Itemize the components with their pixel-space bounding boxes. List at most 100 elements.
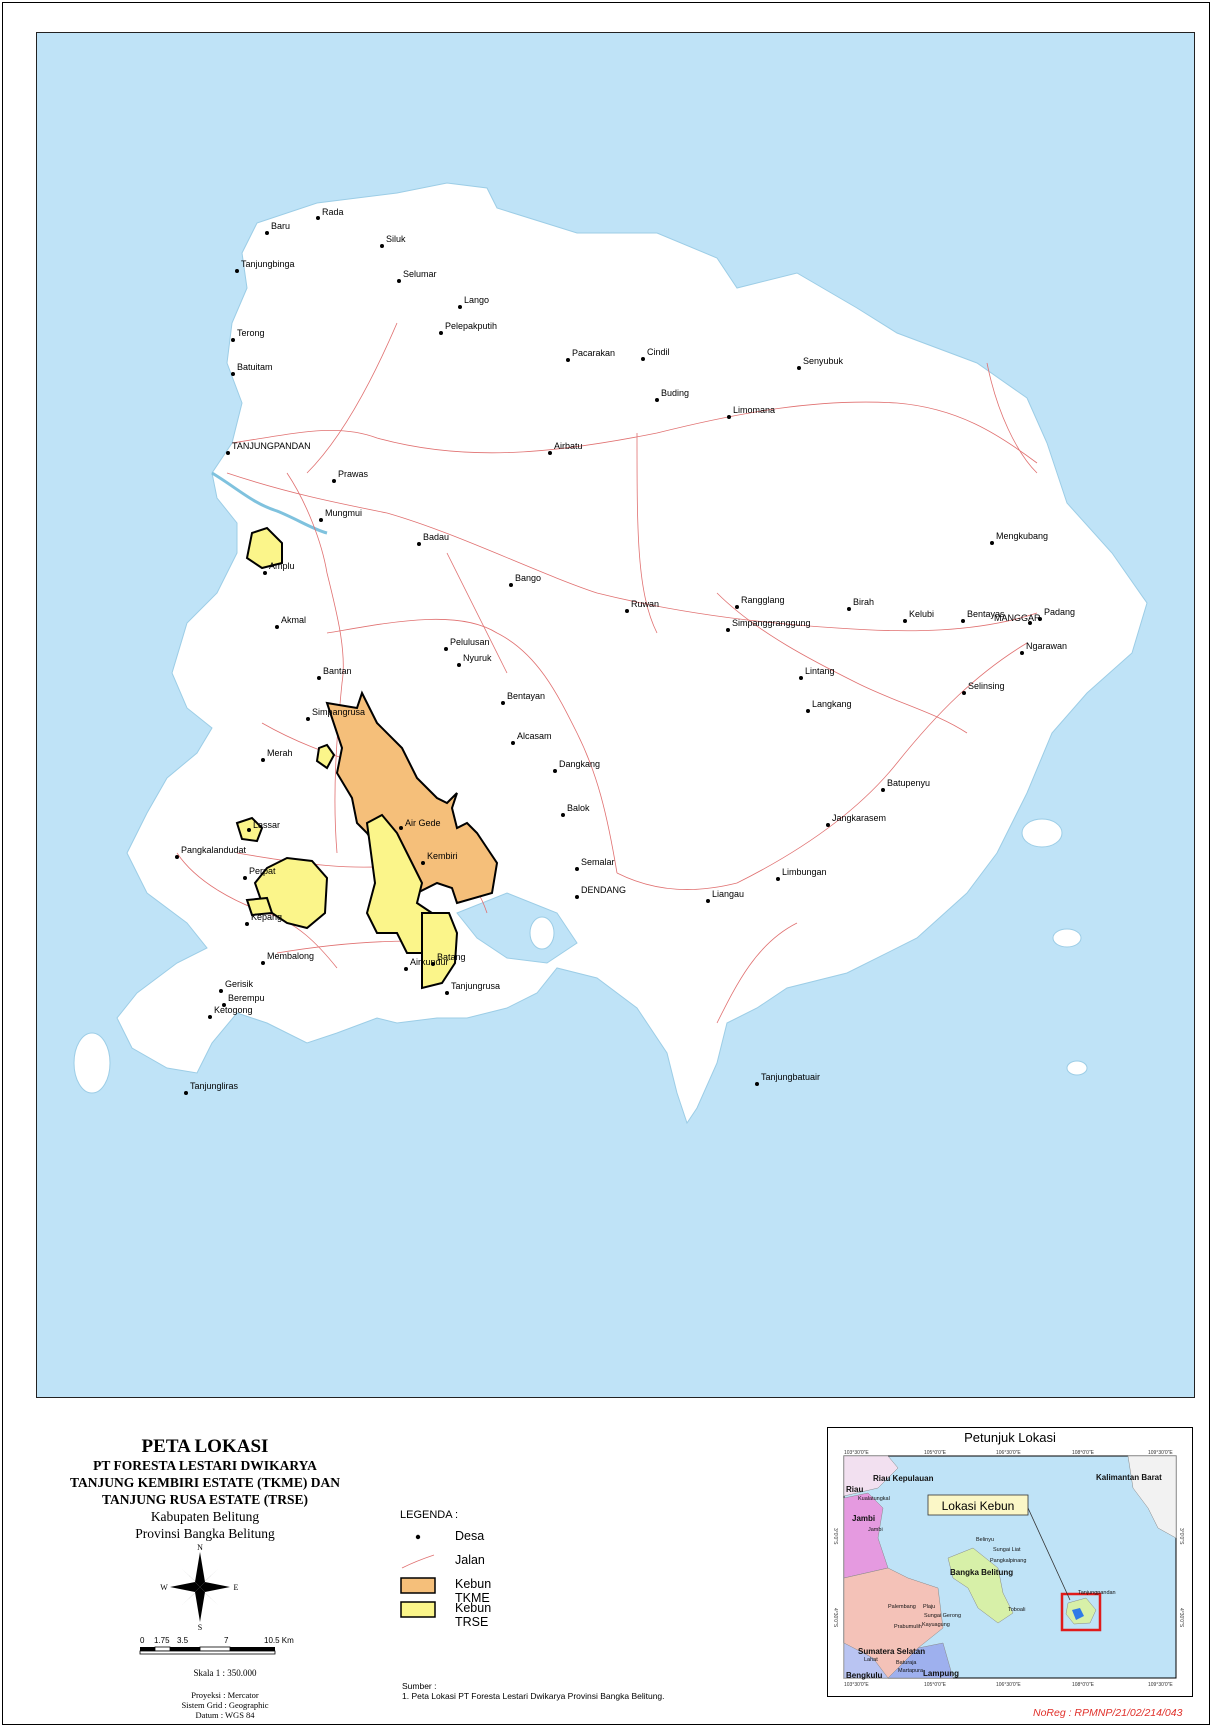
svg-text:Rada: Rada	[322, 207, 344, 217]
inset-tick-bottom-2: 106°30'0"E	[996, 1682, 1021, 1688]
village-prawas: Prawas	[332, 469, 369, 483]
village-langkang: Langkang	[806, 699, 852, 713]
inset-region-lampung: Lampung	[923, 1669, 959, 1678]
svg-text:Prawas: Prawas	[338, 469, 369, 479]
projection-line: Proyeksi : Mercator	[191, 1690, 259, 1700]
village-pelulusan: Pelulusan	[444, 637, 490, 651]
company-name: PT FORESTA LESTARI DWIKARYA	[93, 1458, 317, 1473]
village-rada: Rada	[316, 207, 344, 220]
village-pelepakputih: Pelepakputih	[439, 321, 497, 335]
main-map[interactable]: Rada Baru Siluk Tanjungbinga Selumar Lan…	[36, 32, 1195, 1398]
svg-text:Batupenyu: Batupenyu	[887, 778, 930, 788]
svg-text:Senyubuk: Senyubuk	[803, 356, 844, 366]
svg-text:Limbungan: Limbungan	[782, 867, 827, 877]
svg-text:Selinsing: Selinsing	[968, 681, 1005, 691]
village-tanjungbinga: Tanjungbinga	[235, 259, 295, 273]
svg-text:Tanjungbinga: Tanjungbinga	[241, 259, 295, 269]
village-tanjungbatuair: Tanjungbatuair	[755, 1072, 820, 1086]
inset-place-lahat: Lahat	[864, 1657, 878, 1663]
svg-text:Simpanggranggung: Simpanggranggung	[732, 618, 811, 628]
scale-bar: 0 1.75 3.5 7 10.5 Km	[139, 1636, 294, 1655]
compass-rose-icon: N S W E	[160, 1543, 238, 1632]
svg-text:Lassar: Lassar	[253, 820, 280, 830]
province-name: Provinsi Bangka Belitung	[135, 1526, 275, 1541]
scale-tick-3: 7	[224, 1636, 229, 1645]
belitung-island	[116, 182, 1148, 1125]
village-dangkang: Dangkang	[553, 759, 600, 773]
village-markers: Rada Baru Siluk Tanjungbinga Selumar Lan…	[175, 207, 1075, 1095]
inset-place-baturaja: Baturaja	[896, 1660, 917, 1666]
village-limomana: Limomana	[727, 405, 775, 419]
village-baru: Baru	[265, 221, 290, 235]
source-heading: Sumber :	[402, 1681, 437, 1691]
svg-text:Ruwan: Ruwan	[631, 599, 659, 609]
svg-text:Batang: Batang	[437, 952, 466, 962]
svg-text:Semalar: Semalar	[581, 857, 615, 867]
village-gerisik: Gerisik	[219, 979, 254, 993]
inset-region-bengkulu: Bengkulu	[846, 1671, 883, 1680]
village-kelubi: Kelubi	[903, 609, 934, 623]
inset-tick-bottom-1: 105°0'0"E	[924, 1682, 947, 1688]
tkme-swatch-icon	[400, 1577, 436, 1594]
svg-text:Bentayan: Bentayan	[507, 691, 545, 701]
trse-swatch-icon	[400, 1601, 436, 1618]
village-terong: Terong	[231, 328, 265, 342]
compass-south-label: S	[198, 1623, 202, 1632]
legend-title: LEGENDA :	[400, 1509, 459, 1521]
legend-item-trse: Kebun TRSE	[400, 1599, 491, 1629]
village-batupenyu: Batupenyu	[881, 778, 930, 792]
compass-north-label: N	[197, 1543, 203, 1552]
village-mengkubang: Mengkubang	[990, 531, 1048, 545]
village-lassar: Lassar	[247, 820, 280, 832]
village-bango: Bango	[509, 573, 541, 587]
village-birah: Birah	[847, 597, 874, 611]
svg-text:Kembiri: Kembiri	[427, 851, 458, 861]
inset-place-tanjungpandan: Tanjungpandan	[1078, 1590, 1116, 1596]
svg-text:Mungmui: Mungmui	[325, 508, 362, 518]
village-dot-icon	[415, 1534, 421, 1540]
svg-text:Simpangrusa: Simpangrusa	[312, 707, 365, 717]
village-bantan: Bantan	[317, 666, 352, 680]
village-selumar: Selumar	[397, 269, 437, 283]
registration-number: NoReg : RPMNP/21/02/214/043	[1033, 1707, 1183, 1719]
village-rangglang: Rangglang	[735, 595, 785, 609]
svg-text:Siluk: Siluk	[386, 234, 406, 244]
svg-text:Ngarawan: Ngarawan	[1026, 641, 1067, 651]
title-block: PETA LOKASI PT FORESTA LESTARI DWIKARYA …	[50, 1437, 360, 1542]
island-map: Rada Baru Siluk Tanjungbinga Selumar Lan…	[73, 182, 1148, 1125]
inset-place-toboali: Toboali	[1008, 1607, 1025, 1613]
village-ngarawan: Ngarawan	[1020, 641, 1067, 655]
village-jangkarasem: Jangkarasem	[826, 813, 886, 827]
legend-item-tkme: Kebun TKME	[400, 1575, 491, 1605]
inset-region-sumatera-selatan: Sumatera Selatan	[858, 1647, 925, 1656]
svg-text:Terong: Terong	[237, 328, 265, 338]
svg-text:Badau: Badau	[423, 532, 449, 542]
legend-label-desa: Desa	[455, 1529, 485, 1543]
inset-map[interactable]: Petunjuk Lokasi Lokasi Kebun 103°30'0"E …	[827, 1427, 1193, 1697]
kebun-tkme-area	[325, 690, 499, 905]
svg-text:Air Gede: Air Gede	[405, 818, 441, 828]
village-airkundur: Airkundur	[404, 957, 449, 971]
village-padang: Padang	[1038, 607, 1075, 621]
village-selinsing: Selinsing	[962, 681, 1005, 695]
svg-text:MANGGAR: MANGGAR	[994, 613, 1041, 623]
source-line: 1. Peta Lokasi PT Foresta Lestari Dwikar…	[402, 1691, 665, 1701]
village-ketogong: Ketogong	[208, 1005, 253, 1019]
datum-line: Datum : WGS 84	[195, 1710, 255, 1720]
svg-text:Berempu: Berempu	[228, 993, 265, 1003]
svg-text:Kelubi: Kelubi	[909, 609, 934, 619]
grid-line: Sistem Grid : Geographic	[181, 1700, 269, 1710]
map-title: PETA LOKASI	[141, 1436, 269, 1457]
inset-tick-top-3: 108°0'0"E	[1072, 1450, 1095, 1456]
inset-region-riau: Riau	[846, 1485, 863, 1494]
svg-text:Dangkang: Dangkang	[559, 759, 600, 769]
svg-text:Tanjungrusa: Tanjungrusa	[451, 981, 500, 991]
village-manggar: MANGGAR	[994, 613, 1041, 625]
village-lintang: Lintang	[799, 666, 835, 680]
scale-ratio: Skala 1 : 350.000	[193, 1668, 257, 1678]
village-siluk: Siluk	[380, 234, 406, 248]
village-senyubuk: Senyubuk	[797, 356, 844, 370]
inset-place-sungai-liat: Sungai Liat	[993, 1547, 1021, 1553]
inset-title: Petunjuk Lokasi	[964, 1430, 1056, 1445]
village-tanjungliras: Tanjungliras	[184, 1081, 239, 1095]
